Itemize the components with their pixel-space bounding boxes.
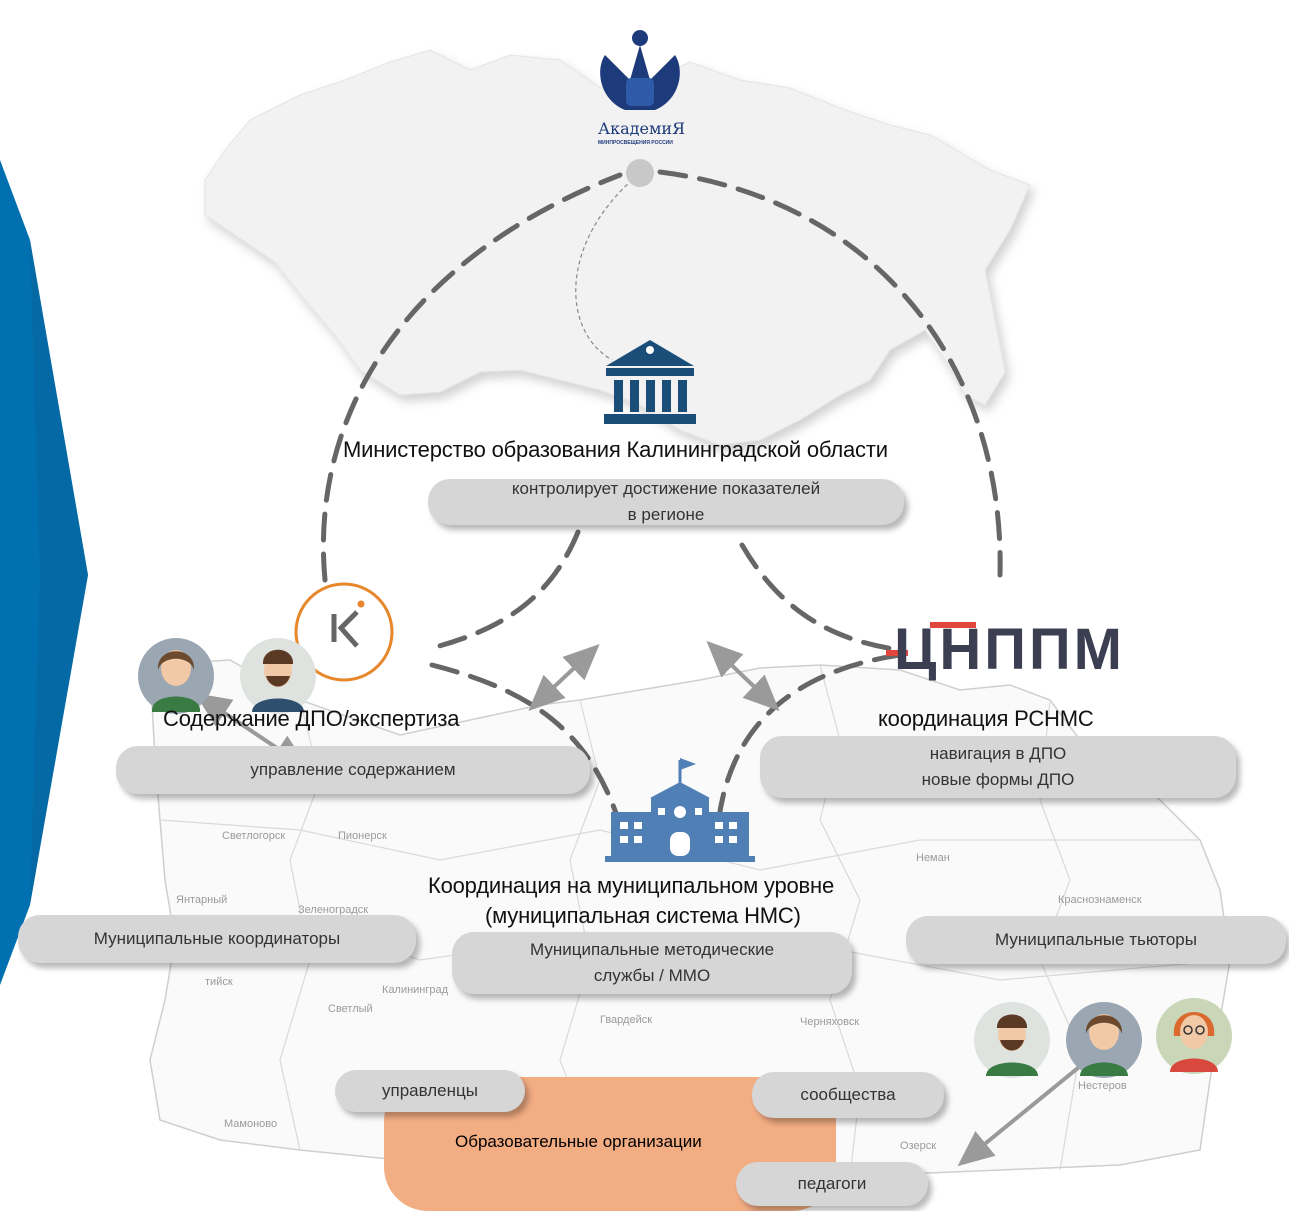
city-label: Светлый bbox=[328, 1003, 373, 1015]
cnppm-accent-bar-2 bbox=[886, 650, 908, 656]
teachers-pill: педагоги bbox=[736, 1162, 928, 1206]
k-center-role: управление содержанием bbox=[250, 760, 456, 779]
k-center-logo-icon bbox=[294, 582, 394, 682]
city-label: Светлогорск bbox=[222, 830, 286, 842]
avatar-tutor-man-icon bbox=[974, 1002, 1050, 1078]
arc-academy-k bbox=[320, 172, 623, 583]
city-label: Пионерск bbox=[338, 830, 387, 842]
managers-label: управленцы bbox=[382, 1081, 478, 1100]
thin-dash-connector bbox=[575, 174, 639, 361]
ministry-role-pill: контролирует достижение показателей в ре… bbox=[428, 479, 904, 525]
cnppm-role-pill: навигация в ДПО новые формы ДПО bbox=[760, 736, 1236, 798]
methodical-services-pill: Муниципальные методические службы / ММО bbox=[452, 932, 852, 994]
city-label: Гвардейск bbox=[600, 1014, 653, 1026]
k-center-title: Содержание ДПО/экспертиза bbox=[163, 706, 460, 731]
avatar-coordinator-woman-icon bbox=[138, 638, 214, 714]
city-label: Зеленоградск bbox=[298, 904, 369, 916]
city-label: Калининград bbox=[382, 984, 449, 996]
school-building-icon bbox=[605, 758, 755, 862]
avatar-coordinator-man-icon bbox=[240, 638, 316, 714]
arc-ministry-k bbox=[429, 529, 581, 651]
cnppm-logo-text: ЦНППМ bbox=[894, 617, 1125, 682]
cnppm-accent-bar bbox=[930, 622, 976, 628]
city-label: Черняховск bbox=[800, 1016, 860, 1028]
communities-pill: сообщества bbox=[752, 1072, 944, 1118]
teachers-label: педагоги bbox=[797, 1174, 867, 1193]
coordinators-pill: Муниципальные координаторы bbox=[18, 915, 416, 963]
city-label: Нестеров bbox=[1078, 1080, 1127, 1092]
ministry-role-line: контролирует достижение показателей bbox=[511, 479, 821, 498]
city-label: Озерск bbox=[900, 1140, 937, 1152]
arc-academy-cnppm bbox=[657, 169, 1003, 578]
avatar-tutor-woman-glasses-icon bbox=[1156, 998, 1232, 1074]
side-arrow bbox=[0, 160, 88, 985]
methodical-line: Муниципальные методические bbox=[529, 940, 775, 959]
city-label: Мамоново bbox=[224, 1118, 278, 1130]
city-label: Неман bbox=[916, 852, 950, 864]
cnppm-role-line: навигация в ДПО bbox=[929, 744, 1067, 763]
communities-label: сообщества bbox=[800, 1085, 896, 1104]
academy-node-dot bbox=[626, 159, 654, 187]
edu-orgs-label: Образовательные организации bbox=[455, 1132, 702, 1151]
city-label: тийск bbox=[205, 976, 233, 988]
russia-map bbox=[204, 49, 1031, 446]
academy-logo-text: АкадемиЯ bbox=[598, 119, 686, 138]
tutors-pill: Муниципальные тьюторы bbox=[906, 916, 1286, 964]
avatar-tutor-woman-icon bbox=[1066, 1002, 1142, 1078]
ministry-building-icon bbox=[604, 340, 696, 424]
arc-k-school bbox=[429, 662, 623, 828]
city-label: Краснознаменск bbox=[1058, 894, 1142, 906]
tutors-label: Муниципальные тьюторы bbox=[995, 930, 1197, 949]
coordinators-label: Муниципальные координаторы bbox=[93, 929, 341, 948]
municipal-title-line2: (муниципальная система НМС) bbox=[485, 903, 801, 928]
academy-emblem-icon bbox=[600, 30, 680, 110]
methodical-line: службы / ММО bbox=[593, 966, 711, 985]
municipal-title-line1: Координация на муниципальном уровне bbox=[428, 873, 835, 898]
ministry-title: Министерство образования Калининградской… bbox=[343, 437, 888, 462]
cnppm-title: координация РСНМС bbox=[878, 706, 1094, 731]
cnppm-role-line: новые формы ДПО bbox=[921, 770, 1075, 789]
ministry-role-line: в регионе bbox=[627, 505, 705, 524]
managers-pill: управленцы bbox=[335, 1070, 525, 1112]
arc-ministry-cnppm bbox=[739, 542, 903, 653]
academy-logo-subtitle: МИНПРОСВЕЩЕНИЯ РОССИИ bbox=[598, 140, 673, 146]
city-label: Янтарный bbox=[176, 894, 228, 906]
k-center-role-pill: управление содержанием bbox=[116, 746, 590, 794]
